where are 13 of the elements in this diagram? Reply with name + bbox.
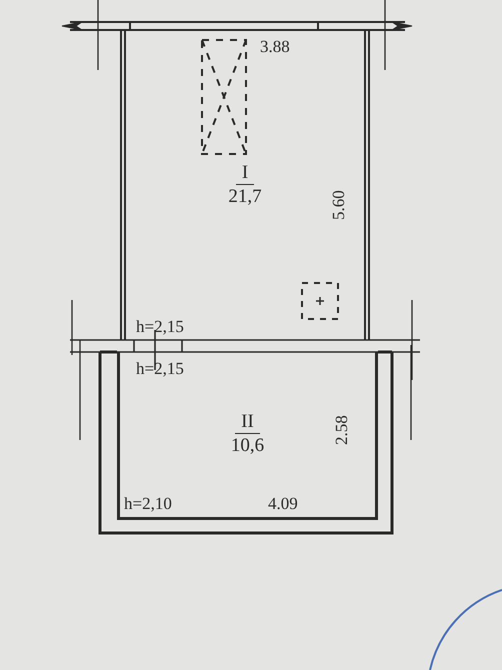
dimension-label: 5.60 (330, 190, 348, 220)
room-area: 21,7 (228, 184, 262, 208)
room-outline (120, 30, 370, 340)
room-number: II (235, 411, 260, 434)
room-number: I (236, 162, 254, 184)
room-outline (117, 352, 378, 520)
dimension-label: 4.09 (268, 495, 298, 513)
ceiling-height-label: h=2,15 (136, 318, 184, 336)
ceiling-height-label: h=2,10 (124, 495, 172, 513)
dimension-label: 3.88 (260, 38, 290, 56)
dimension-label: 2.58 (333, 415, 351, 445)
ceiling-height-label: h=2,15 (136, 360, 184, 378)
room-area: 10,6 (230, 434, 264, 458)
